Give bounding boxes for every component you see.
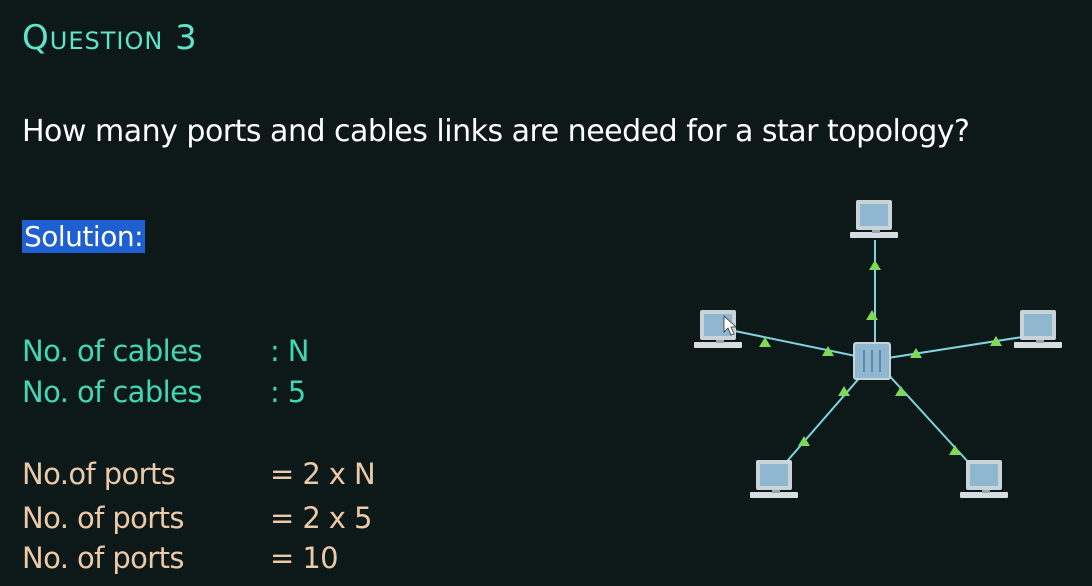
link-indicator: [895, 386, 907, 396]
pc-icon: [960, 460, 1008, 498]
pc-icon: [850, 200, 898, 238]
switch-icon: [853, 342, 891, 380]
ports-label: No.of ports: [22, 457, 176, 491]
star-topology-diagram: [694, 200, 1062, 498]
pc-icon: [750, 460, 798, 498]
link-indicator: [759, 337, 771, 347]
link-indicator: [866, 310, 878, 320]
ports-label: No. of ports: [22, 541, 184, 575]
question-text: How many ports and cables links are need…: [22, 114, 970, 149]
link-indicator: [949, 445, 961, 455]
link-right: [874, 334, 1036, 361]
ports-label: No. of ports: [22, 501, 184, 535]
link-indicator: [838, 386, 850, 396]
link-indicator: [798, 436, 810, 446]
cables-label: No. of cables: [22, 375, 202, 409]
mouse-cursor-icon: [723, 315, 738, 336]
solution-label: Solution:: [22, 220, 145, 253]
cables-value: : 5: [270, 375, 306, 409]
ports-value: = 10: [270, 541, 339, 575]
link-indicator: [990, 336, 1002, 346]
link-indicator: [869, 260, 881, 270]
pc-icon: [694, 310, 742, 348]
ports-value: = 2 x N: [270, 457, 376, 491]
link-bottom-right: [874, 359, 981, 476]
cables-value: : N: [270, 334, 309, 368]
cables-label: No. of cables: [22, 334, 202, 368]
ports-value: = 2 x 5: [270, 501, 372, 535]
pc-icon: [1014, 310, 1062, 348]
link-left: [729, 329, 876, 361]
link-indicator: [910, 348, 922, 358]
slide-title: Question 3: [22, 18, 198, 58]
link-indicator: [822, 346, 834, 356]
